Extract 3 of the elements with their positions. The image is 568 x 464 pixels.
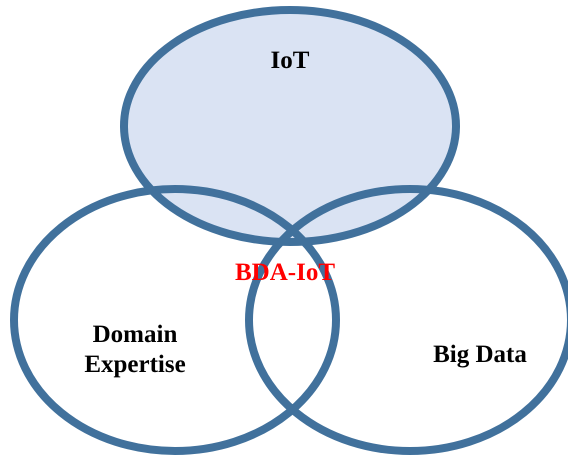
set-label: Domain Expertise — [83, 320, 187, 380]
set-label: IoT — [270, 46, 310, 76]
set-label: Big Data — [432, 340, 528, 370]
